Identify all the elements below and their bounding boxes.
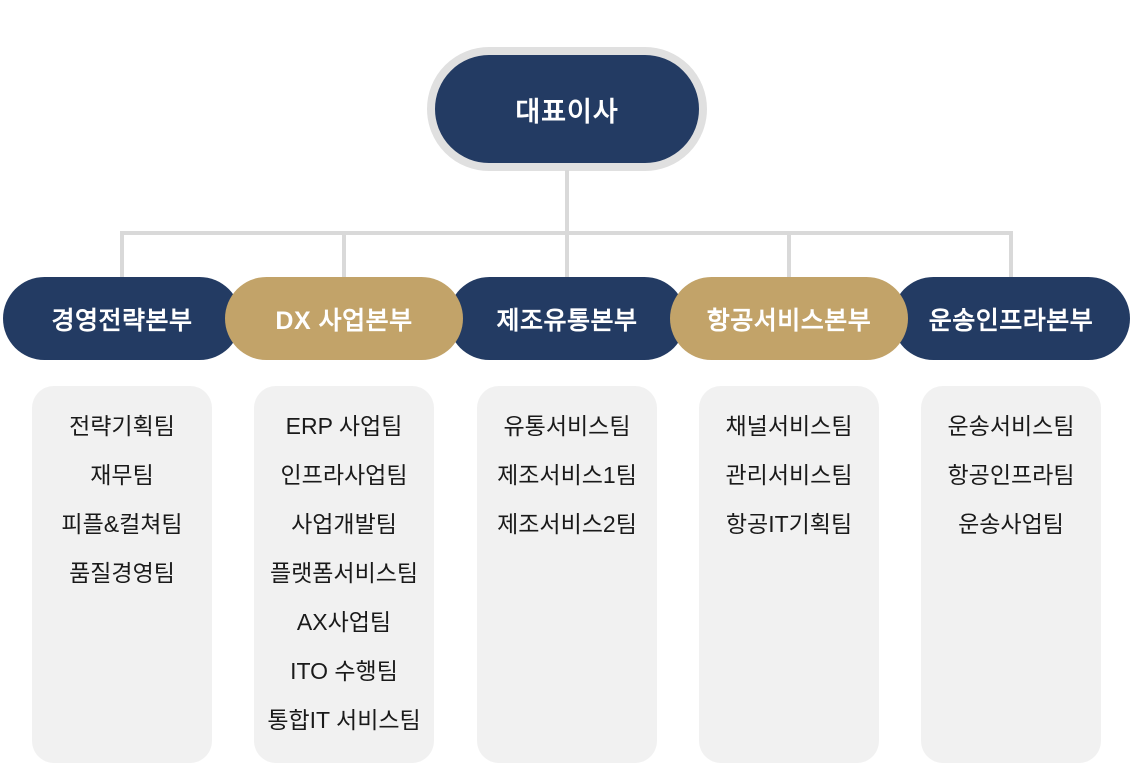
team-item: 채널서비스팀 <box>725 412 853 439</box>
connector-trunk <box>565 170 569 233</box>
team-item: 사업개발팀 <box>291 510 397 537</box>
team-item: ERP 사업팀 <box>285 412 403 439</box>
team-item: 전략기획팀 <box>69 412 175 439</box>
division-pill: 항공서비스본부 <box>670 277 908 360</box>
connector-drop <box>342 231 346 278</box>
connector-drop <box>1009 231 1013 278</box>
division-label: 제조유통본부 <box>496 306 638 335</box>
team-item: 운송서비스팀 <box>947 412 1075 439</box>
root-label: 대표이사 <box>515 96 619 127</box>
division-label: DX 사업본부 <box>275 306 413 335</box>
team-item: 품질경영팀 <box>69 559 175 586</box>
team-item: 인프라사업팀 <box>280 461 408 488</box>
division-pill: DX 사업본부 <box>225 277 463 360</box>
team-item: 플랫폼서비스팀 <box>269 559 419 586</box>
team-item: 재무팀 <box>90 461 154 488</box>
team-item: 유통서비스팀 <box>503 412 631 439</box>
team-item: 피플&컬쳐팀 <box>61 510 183 537</box>
team-item: 제조서비스2팀 <box>497 510 637 537</box>
team-item: 항공IT기획팀 <box>725 510 853 537</box>
team-item: ITO 수행팀 <box>290 657 398 684</box>
team-item: 관리서비스팀 <box>725 461 853 488</box>
division-label: 항공서비스본부 <box>706 306 872 335</box>
division-label: 경영전략본부 <box>51 306 193 335</box>
connector-drop <box>120 231 124 278</box>
division-label: 운송인프라본부 <box>928 306 1094 335</box>
root-node: 대표이사 <box>427 47 707 171</box>
team-item: 항공인프라팀 <box>947 461 1075 488</box>
connector-drop <box>565 231 569 278</box>
team-item: 제조서비스1팀 <box>497 461 637 488</box>
connector-drop <box>787 231 791 278</box>
division-pill: 운송인프라본부 <box>892 277 1130 360</box>
team-item: AX사업팀 <box>296 608 392 635</box>
division-pill: 제조유통본부 <box>448 277 686 360</box>
division-pill: 경영전략본부 <box>3 277 241 360</box>
team-item: 통합IT 서비스팀 <box>267 706 421 733</box>
team-item: 운송사업팀 <box>958 510 1064 537</box>
